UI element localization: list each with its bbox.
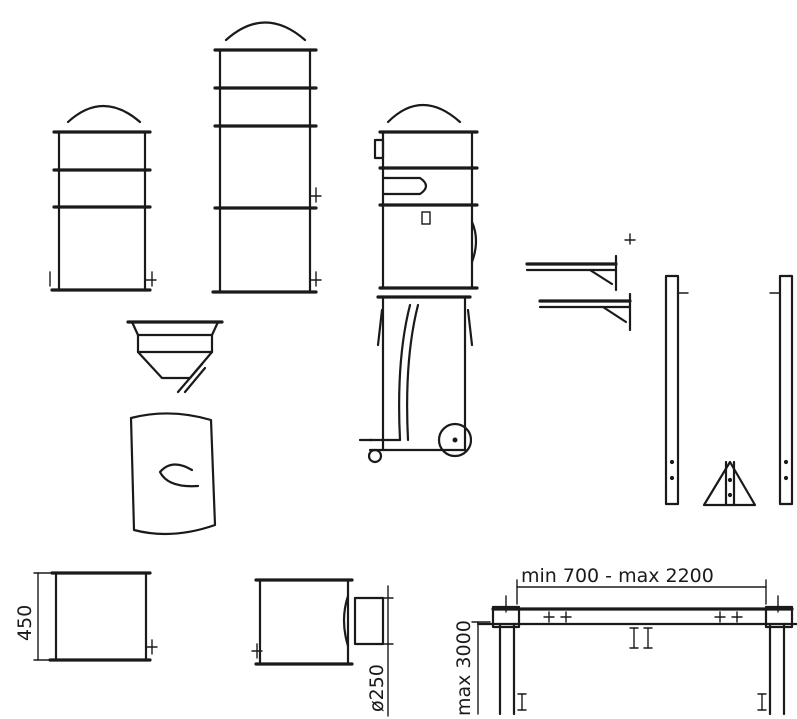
- assembled-collector: [358, 103, 479, 464]
- collection-bag: [129, 412, 217, 536]
- stand-leg-right: [769, 274, 794, 506]
- stand-brace: [702, 460, 757, 507]
- support-frame: min 700 - max 2200 max 3000: [453, 565, 797, 716]
- module-side-view: 450: [14, 571, 158, 662]
- dim-diameter-250: ø250: [366, 664, 388, 712]
- wall-bracket-upper: [525, 233, 636, 292]
- funnel-hopper: [126, 320, 224, 394]
- filter-module-tall: [211, 21, 322, 294]
- dim-max-height: max 3000: [453, 620, 475, 716]
- stand-leg-left: [664, 274, 689, 506]
- dim-width-range: min 700 - max 2200: [521, 565, 714, 587]
- module-outlet-view: ø250: [251, 578, 394, 717]
- wall-bracket-lower: [538, 292, 632, 332]
- dim-450: 450: [14, 605, 36, 641]
- filter-module-short: [49, 104, 157, 292]
